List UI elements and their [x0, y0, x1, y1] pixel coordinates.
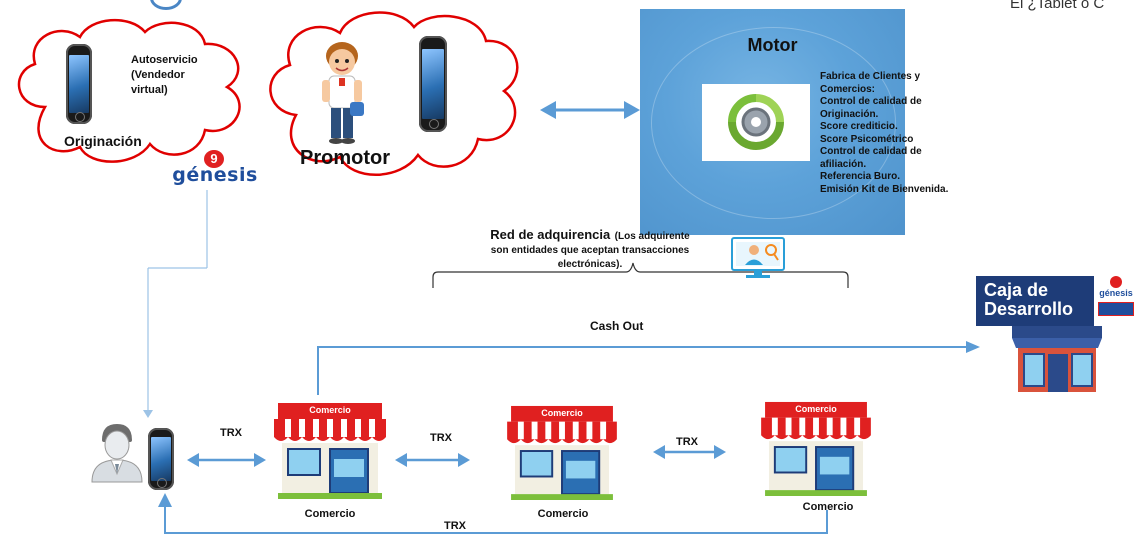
- acquiring-note: son entidades que aceptan transacciones: [490, 245, 690, 256]
- promoter-motor-arrow: [540, 101, 640, 119]
- trx-label: TRX: [676, 436, 698, 448]
- origination-label: Originación: [64, 133, 142, 149]
- promoter-phone-icon: [419, 36, 447, 132]
- store-icon: [507, 405, 617, 500]
- genesis-logo-mark: 9: [204, 150, 224, 168]
- motor-line: Fabrica de Clientes y: [820, 71, 921, 82]
- motor-line: afiliación.: [820, 158, 867, 170]
- caja-line2: Desarrollo: [984, 299, 1074, 319]
- bank-store-icon: [1012, 326, 1102, 392]
- store-label: Comercio: [304, 508, 356, 520]
- motor-line: Score crediticio.: [820, 121, 898, 132]
- self-service-label: Autoservicio (Vendedor virtual): [131, 54, 198, 96]
- store-3: Comercio: [760, 400, 872, 496]
- promoter-cloud: [269, 11, 519, 176]
- store-2: Comercio: [506, 404, 618, 500]
- store-label: Comercio: [537, 508, 589, 520]
- acquiring-note: electrónicas).: [557, 259, 623, 270]
- genesis-logo-small: génesis: [1098, 276, 1134, 324]
- acquiring-title: Red de adquirencia: [490, 227, 611, 242]
- store-icon: [761, 401, 871, 496]
- motor-line: Control de calidad de: [820, 96, 922, 107]
- store-awning-text: Comercio: [541, 408, 583, 418]
- trx-label: TRX: [220, 427, 242, 439]
- motor-line: Control de calidad de: [820, 146, 922, 157]
- trx-arrow-2: [395, 453, 470, 467]
- motor-line: Referencia Buro.: [820, 171, 901, 182]
- acquiring-brace: [432, 262, 849, 288]
- store-1: Comercio: [274, 401, 386, 499]
- monitor-person-icon: [731, 237, 785, 278]
- store-awning-text: Comercio: [309, 405, 351, 415]
- cash-out-line: [317, 346, 968, 395]
- acquiring-caption: Red de adquirencia (Los adquirente son e…: [466, 228, 714, 272]
- trx-arrow-3: [653, 445, 726, 459]
- caja-line1: Caja de: [984, 280, 1049, 300]
- trx-label: TRX: [444, 520, 466, 532]
- top-right-fragment: El ¿Tablet o C: [1010, 0, 1105, 12]
- acquiring-note: (Los adquirente: [614, 231, 690, 242]
- user-avatar-icon: [91, 424, 143, 483]
- promoter-label: Promotor: [300, 147, 390, 169]
- trx-label: TRX: [430, 432, 452, 444]
- motor-line: Comercios:: [820, 83, 876, 95]
- store-label: Comercio: [802, 501, 854, 513]
- promoter-character-icon: [322, 42, 364, 144]
- genesis-logo: 9 génesis: [172, 150, 258, 188]
- store-awning-text: Comercio: [795, 404, 837, 414]
- trx-arrow-1: [187, 453, 266, 467]
- trx-return-line: [164, 505, 828, 534]
- motor-line: Emisión Kit de Bienvenida.: [820, 183, 949, 195]
- cash-out-label: Cash Out: [590, 319, 644, 333]
- user-phone-icon: [148, 428, 174, 490]
- caja-desarrollo-logo: Caja de Desarrollo: [976, 276, 1094, 326]
- origination-phone-icon: [66, 44, 92, 124]
- genesis-logo-text: génesis: [172, 164, 258, 186]
- motor-title: Motor: [747, 35, 798, 55]
- motor-description: Fabrica de Clientes y Comercios: Control…: [820, 71, 985, 196]
- motor-gear-recycle-icon: [702, 84, 810, 161]
- motor-line: Score Psicométrico: [820, 133, 914, 145]
- motor-line: Originación.: [820, 108, 879, 120]
- store-icon: [274, 403, 386, 499]
- motor-box: Motor Fabrica de Clientes y Comercios: C…: [640, 9, 948, 235]
